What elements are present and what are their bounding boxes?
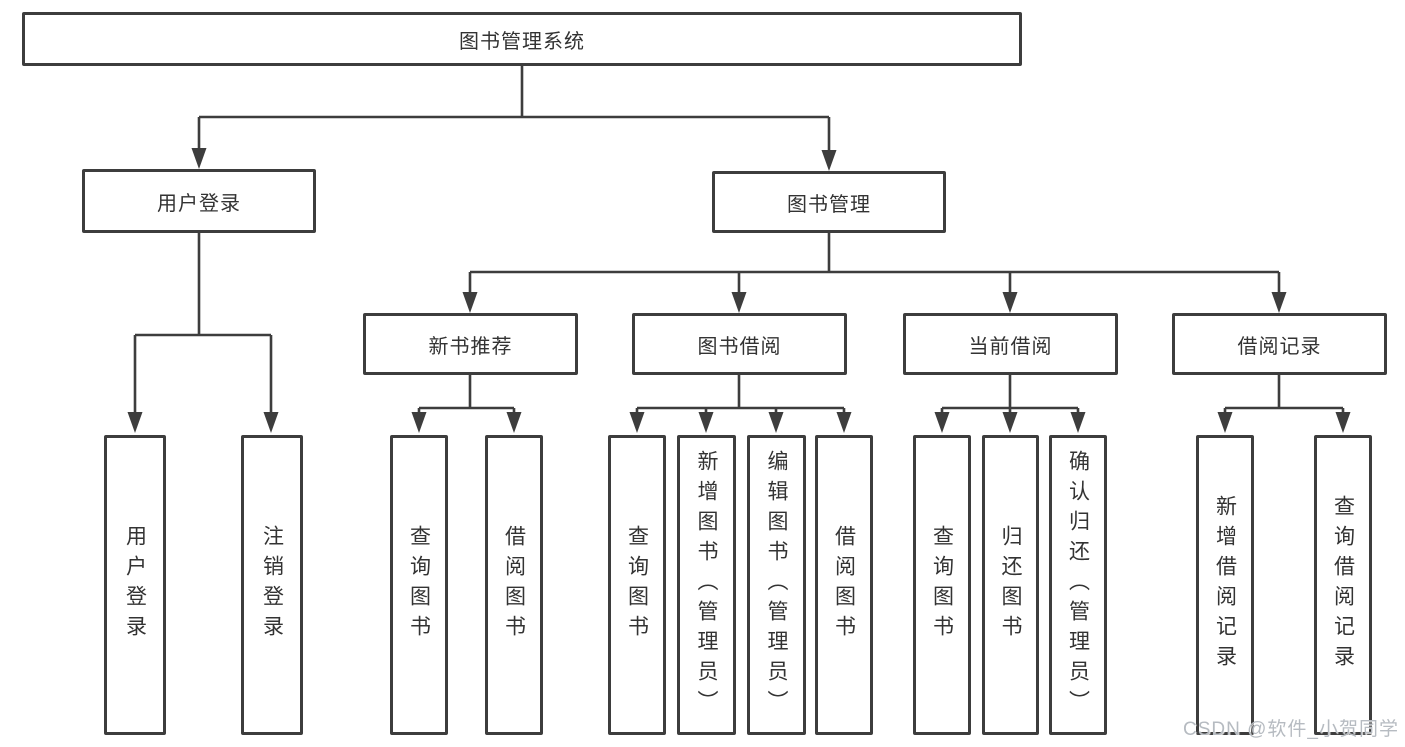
- leaf-current-query-books-label: 查询图书: [930, 525, 954, 645]
- arrow-icon: [1002, 412, 1018, 433]
- node-user-login-label: 用户登录: [157, 192, 241, 215]
- leaf-recommend-borrow-books: 借阅图书: [485, 435, 543, 735]
- arrow-icon: [462, 292, 478, 313]
- arrow-icon: [127, 412, 143, 433]
- arrow-icon: [1217, 412, 1233, 433]
- arrow-icon: [1335, 412, 1351, 433]
- arrow-icon: [731, 292, 747, 313]
- leaf-recommend-query-books-label: 查询图书: [407, 525, 431, 645]
- leaf-edit-books-admin: 编辑图书（管理员）: [747, 435, 806, 735]
- arrow-icon: [411, 412, 427, 433]
- node-borrow-records: 借阅记录: [1172, 313, 1387, 375]
- connector-user-login: [133, 233, 273, 414]
- arrow-icon: [836, 412, 852, 433]
- leaf-recommend-query-books: 查询图书: [390, 435, 448, 735]
- connector-current-borrow: [940, 375, 1080, 414]
- connector-new-book-recommend: [417, 375, 516, 414]
- leaf-query-borrow-record-label: 查询借阅记录: [1331, 495, 1355, 675]
- watermark: CSDN @软件_小贺同学: [1183, 719, 1399, 740]
- node-current-borrow: 当前借阅: [903, 313, 1118, 375]
- leaf-add-borrow-record-label: 新增借阅记录: [1213, 495, 1237, 675]
- leaf-edit-books-admin-label: 编辑图书（管理员）: [765, 450, 788, 720]
- leaf-add-borrow-record: 新增借阅记录: [1196, 435, 1254, 735]
- leaf-confirm-return-admin-label: 确认归还（管理员）: [1066, 450, 1090, 720]
- leaf-current-query-books: 查询图书: [913, 435, 971, 735]
- leaf-borrow-books: 借阅图书: [815, 435, 873, 735]
- arrow-icon: [1271, 292, 1287, 313]
- node-current-borrow-label: 当前借阅: [968, 335, 1053, 358]
- node-book-borrow: 图书借阅: [632, 313, 847, 375]
- leaf-user-login-label: 用户登录: [123, 525, 147, 645]
- arrow-icon: [1002, 292, 1018, 313]
- node-book-management-label: 图书管理: [787, 193, 871, 216]
- arrow-icon: [629, 412, 645, 433]
- leaf-return-books: 归还图书: [982, 435, 1039, 735]
- node-book-borrow-label: 图书借阅: [697, 335, 782, 358]
- node-book-management: 图书管理: [712, 171, 946, 233]
- leaf-borrow-books-label: 借阅图书: [832, 525, 856, 645]
- node-new-book-recommend-label: 新书推荐: [428, 335, 513, 358]
- arrow-icon: [1070, 412, 1086, 433]
- arrow-icon: [191, 148, 207, 169]
- arrow-icon: [768, 412, 784, 433]
- leaf-recommend-borrow-books-label: 借阅图书: [502, 525, 526, 645]
- node-user-login: 用户登录: [82, 169, 316, 233]
- arrow-icon: [506, 412, 522, 433]
- leaf-user-login: 用户登录: [104, 435, 166, 735]
- leaf-borrow-query-books-label: 查询图书: [625, 525, 649, 645]
- connector-book-borrow: [635, 375, 846, 414]
- connector-book-management: [468, 233, 1281, 294]
- arrow-icon: [263, 412, 279, 433]
- arrow-icon: [821, 150, 837, 171]
- leaf-logout: 注销登录: [241, 435, 303, 735]
- leaf-logout-label: 注销登录: [260, 525, 284, 645]
- node-borrow-records-label: 借阅记录: [1237, 335, 1322, 358]
- arrow-icon: [698, 412, 714, 433]
- node-root-label: 图书管理系统: [459, 30, 585, 53]
- node-root: 图书管理系统: [22, 12, 1022, 66]
- arrow-icon: [934, 412, 950, 433]
- leaf-return-books-label: 归还图书: [999, 525, 1022, 645]
- leaf-query-borrow-record: 查询借阅记录: [1314, 435, 1372, 735]
- connector-borrow-records: [1223, 375, 1345, 414]
- node-new-book-recommend: 新书推荐: [363, 313, 578, 375]
- leaf-confirm-return-admin: 确认归还（管理员）: [1049, 435, 1107, 735]
- leaf-add-books-admin-label: 新增图书（管理员）: [695, 450, 718, 720]
- leaf-borrow-query-books: 查询图书: [608, 435, 666, 735]
- connector-root: [197, 66, 831, 152]
- leaf-add-books-admin: 新增图书（管理员）: [677, 435, 736, 735]
